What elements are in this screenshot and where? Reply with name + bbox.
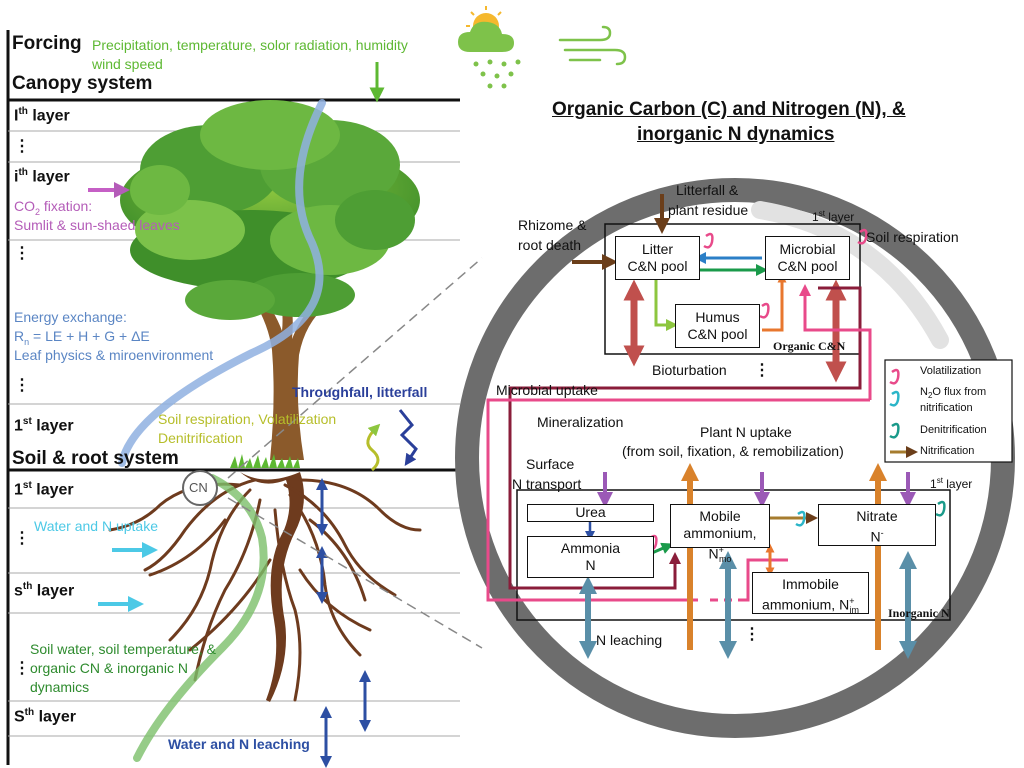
nitrate-line1: Nitrate [856,508,898,524]
mobile-ammonium-box: Mobile ammonium, N+mo [670,504,770,564]
ammonia-box: Ammonia N [527,536,654,578]
throughfall-label: Throughfall, litterfall [292,384,428,400]
mobile-line1: Mobile [699,508,741,524]
legend-denitrification: Denitrification [920,424,987,436]
soil-flow-curve [133,474,268,762]
forcing-title: Forcing [12,33,82,54]
water-uptake-label: Water and N uptake [34,518,158,534]
dots: ⋮ [14,377,30,394]
n-leaching-label: N leaching [596,632,663,648]
legend-box [884,359,1013,463]
soil-respiration-arrow [366,423,381,472]
rhizome-line1: Rhizome & [518,217,587,233]
litterfall-line2: plant residue [668,202,749,218]
dots: ⋮ [14,530,30,547]
nitrate-box: Nitrate N- [818,504,936,546]
layer-I-label: Ith layer [14,106,70,125]
legend-nitrification: Nitrification [920,445,975,457]
n2o-legend-icon [889,390,900,407]
bioturbation-label: Bioturbation [652,362,727,378]
tree-illustration [108,100,422,702]
mineralization-label: Mineralization [537,414,624,430]
microbial-pool-box: Microbial C&N pool [765,236,850,280]
legend-n2o-line2: nitrification [920,402,973,414]
plant-uptake-line1: Plant N uptake [700,424,792,440]
inorganic-first-layer-label: 1st layer [930,476,973,491]
throughfall-arrow [398,409,418,466]
dots: ⋮ [754,362,770,379]
surface-line2: N transport [512,476,582,492]
organic-cn-label: Organic C&N [773,339,846,353]
humus-pool-line1: Humus [695,309,740,325]
litter-pool-line1: Litter [641,241,674,257]
zoom-line [227,497,483,649]
dots: ⋮ [744,626,760,643]
energy-exchange-line2: Rn = LE + H + G + ΔE [14,328,150,347]
dots: ⋮ [14,660,30,677]
surface-line1: Surface [526,456,575,472]
dots: ⋮ [14,138,30,155]
forcing-text-line1: Precipitation, temperature, solor radiat… [92,37,408,53]
ammonia-line2: N [585,557,596,573]
inorganic-n-label: Inorganic N [888,606,950,620]
weather-icon [458,6,521,89]
soil-water-line2: organic CN & inorganic N [30,660,188,676]
humus-pool-box: Humus C&N pool [675,304,760,348]
microbial-uptake-line-up [799,284,872,400]
energy-exchange-line3: Leaf physics & miroenvironment [14,347,214,363]
co2-fixation-line1: CO2 fixation: [14,198,93,217]
soil-respiration-line1: Soil respiration, Volatilization [158,411,337,427]
microbial-pool-line1: Microbial [779,241,836,257]
ammonia-line1: Ammonia [560,540,621,556]
legend-n2o-line1: N2O flux from [920,386,987,401]
wind-icon [558,25,627,66]
rhizome-line2: root death [518,237,582,253]
litter-to-humus-arrow [654,280,678,331]
forcing-text-line2: wind speed [92,56,163,72]
plant-uptake-line2: (from soil, fixation, & remobilization) [622,443,844,459]
soil-water-line3: dynamics [30,679,90,695]
immobile-line2: ammonium, N+im [762,596,859,616]
urea-label: Urea [575,504,606,520]
cn-circle [182,470,218,506]
litter-pool-box: Litter C&N pool [615,236,700,280]
humus-pool-line2: C&N pool [687,326,748,342]
nitrate-line2: N- [870,528,884,545]
urea-box: Urea [527,504,654,522]
mineralization-line [508,286,862,590]
soil-respiration-right: Soil respiration [866,229,959,245]
co2-fixation-line2: Sumlit & sun-shaed leaves [14,217,180,233]
litterfall-line1: Litterfall & [676,182,739,198]
layer-i-label: ith layer [14,167,70,186]
soil-respiration-line2: Denitrification [158,430,243,446]
energy-exchange-line1: Energy exchange: [14,309,127,325]
right-title-line2: inorganic N dynamics [637,124,835,145]
immobile-line1: Immobile [782,576,839,592]
zoom-line [227,257,483,479]
canopy-first-layer-label: 1st layer [14,416,74,435]
legend-volatilization: Volatilization [920,365,982,377]
right-title-line1: Organic Carbon (C) and Nitrogen (N), & [552,99,906,120]
energy-flow-curve [118,99,326,467]
mobile-line2: ammonium, N+mo [683,525,757,565]
volatilization-legend-icon [889,368,900,385]
soil-water-line1: Soil water, soil temperature, & [30,641,216,657]
microbial-uptake-label: Microbial uptake [496,382,598,398]
canopy-title: Canopy system [12,73,153,94]
water-leaching-label: Water and N leaching [168,736,310,752]
layer-S-label: Sth layer [14,707,76,726]
cn-label: CN [189,480,208,495]
denitrification-legend-icon [889,422,900,439]
humus-to-microbial-arrow [762,273,787,332]
layer-s-label: sth layer [14,581,75,600]
soil-title: Soil & root system [12,448,179,469]
immobile-ammonium-box: Immobile ammonium, N+im [752,572,869,615]
ring-highlight [751,201,949,349]
dots: ⋮ [14,245,30,262]
soil-first-layer-label: 1st layer [14,480,74,499]
organic-first-layer-label: 1st layer [812,209,855,224]
microbial-pool-line2: C&N pool [777,258,838,274]
litter-pool-line2: C&N pool [627,258,688,274]
